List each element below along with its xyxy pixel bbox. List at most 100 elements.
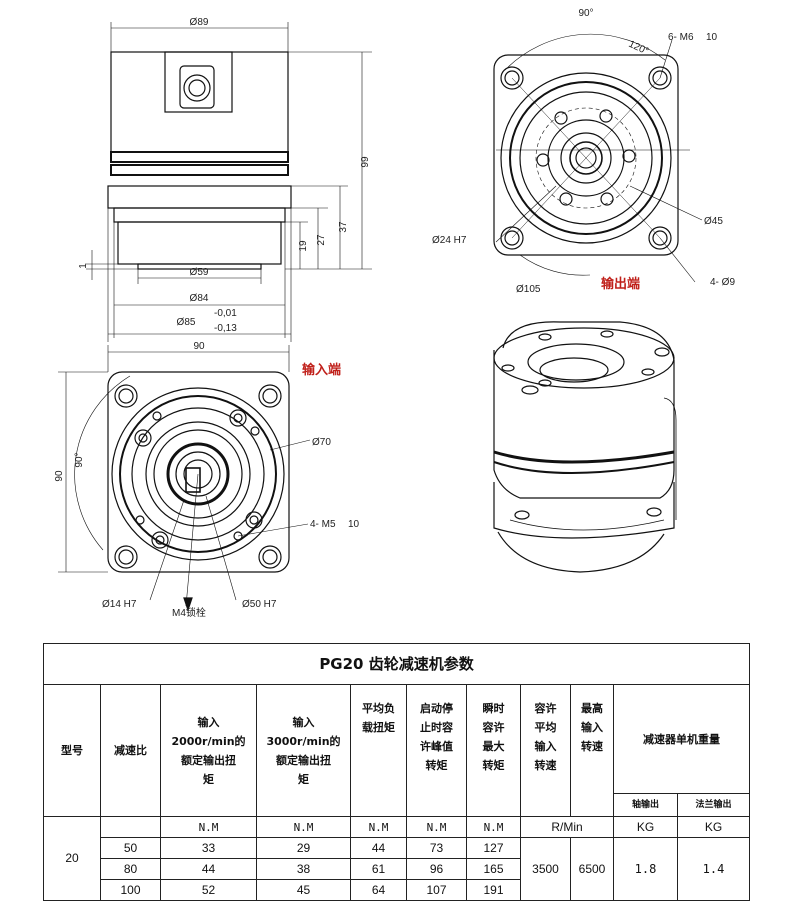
header-avg-torque: 平均负 载扭矩 (350, 684, 407, 817)
header-torque-2000: 输入 2000r/min的 额定输出扭 矩 (160, 684, 257, 817)
dim-height-37: 37 (338, 221, 349, 233)
table-row: 80 44 38 61 96 165 (44, 858, 750, 880)
header-line: 转矩 (482, 759, 505, 772)
cell-model: 20 (43, 816, 101, 901)
header-line: 瞬时 (482, 702, 505, 715)
cell-ratio: 100 (100, 879, 161, 901)
cell-peak: 73 (406, 837, 467, 859)
dim-tol-lower: -0,13 (214, 323, 237, 334)
unit-cell: N.M (466, 816, 521, 838)
cell-avg: 44 (350, 837, 407, 859)
out-dia-45: Ø45 (704, 216, 723, 227)
header-line: 矩 (298, 772, 309, 786)
dim-dia-85: Ø85 (177, 317, 196, 328)
out-dia-24: Ø24 H7 (432, 235, 467, 246)
dim-height-99: 99 (360, 156, 371, 168)
cell-t2000: 33 (160, 837, 257, 859)
in-thread-note: 4- M5 (310, 519, 336, 530)
header-line: 转矩 (425, 759, 448, 772)
header-line: 输入 (197, 715, 220, 729)
dim-top-dia: Ø89 (190, 17, 209, 28)
spec-table: PG20 齿轮减速机参数 型号 减速比 输入 2000r/min的 额定输出扭 … (42, 643, 751, 901)
unit-cell: N.M (160, 816, 257, 838)
unit-ratio-blank (100, 816, 161, 838)
out-thread-note: 6- M6 (668, 32, 694, 43)
header-line: 最高 (581, 702, 603, 715)
header-line: 输入 (534, 740, 557, 753)
cell-ratio: 80 (100, 858, 161, 880)
header-line: 额定输出扭 (276, 753, 331, 767)
dim-height-27: 27 (316, 234, 327, 246)
dim-height-19: 19 (298, 240, 309, 252)
header-line: 输入 (292, 715, 315, 729)
isometric-view (493, 321, 677, 573)
header-line: 许峰值 (420, 740, 453, 753)
header-model: 型号 (43, 684, 101, 817)
cell-weight-flange: 1.4 (676, 837, 751, 901)
in-dia-50: Ø50 H7 (242, 599, 277, 610)
table-row: 100 52 45 64 107 191 (44, 879, 750, 901)
in-dia-70: Ø70 (312, 437, 331, 448)
cell-max: 165 (466, 858, 521, 880)
input-view (58, 345, 311, 612)
unit-cell: R/Min (520, 816, 614, 838)
cell-t3000: 38 (256, 858, 351, 880)
header-line: 启动停 (420, 702, 453, 715)
header-line: 容许 (534, 702, 557, 715)
cell-avg-speed: 3500 (520, 837, 571, 901)
cell-ratio: 50 (100, 837, 161, 859)
output-end-label: 输出端 (601, 276, 640, 292)
in-dia-14: Ø14 H7 (102, 599, 137, 610)
dim-step-1: 1 (78, 263, 89, 269)
header-line: 最大 (482, 740, 505, 753)
header-line: 2000r/min的 (171, 734, 246, 748)
front-view (86, 22, 372, 342)
cell-weight-shaft: 1.8 (613, 837, 678, 901)
in-thread-depth: 10 (348, 519, 360, 530)
header-line: 3000r/min的 (266, 734, 341, 748)
header-weight: 减速器单机重量 (612, 684, 751, 794)
header-allow-avg-speed: 容许 平均 输入 转速 (520, 684, 571, 817)
out-dia-105: Ø105 (516, 284, 541, 295)
header-line: 输入 (581, 721, 603, 734)
output-view (493, 33, 703, 283)
header-max-speed: 最高 输入 转速 (570, 684, 614, 817)
cell-avg: 64 (350, 879, 407, 901)
dim-dia-84: Ø84 (190, 293, 209, 304)
unit-cell: KG (676, 816, 751, 838)
cell-max: 191 (466, 879, 521, 901)
cell-max: 127 (466, 837, 521, 859)
unit-cell: N.M (406, 816, 467, 838)
in-height-90: 90 (54, 470, 65, 482)
header-line: 额定输出扭 (181, 753, 236, 767)
dim-tol-upper: -0,01 (214, 308, 237, 319)
unit-cell: N.M (350, 816, 407, 838)
in-width-90: 90 (193, 341, 205, 352)
technical-drawing: Ø89 99 37 27 19 1 Ø59 Ø84 Ø85 -0,01 -0,1… (54, 8, 735, 619)
unit-cell: KG (613, 816, 678, 838)
header-instant-max: 瞬时 容许 最大 转矩 (466, 684, 521, 817)
header-line: 平均 (534, 721, 557, 734)
header-line: 转速 (581, 740, 603, 753)
out-angle-90: 90° (578, 8, 593, 19)
in-screw: M4锁栓 (172, 606, 206, 619)
cell-avg: 61 (350, 858, 407, 880)
header-line: 载扭矩 (362, 721, 395, 734)
cell-peak: 96 (406, 858, 467, 880)
cell-peak: 107 (406, 879, 467, 901)
header-line: 转速 (534, 759, 557, 772)
table-title: PG20 齿轮减速机参数 (42, 643, 751, 685)
header-torque-3000: 输入 3000r/min的 额定输出扭 矩 (256, 684, 351, 817)
header-line: 矩 (203, 772, 214, 786)
cell-max-speed: 6500 (570, 837, 614, 901)
header-start-stop: 启动停 止时容 许峰值 转矩 (406, 684, 467, 817)
header-line: 平均负 (362, 702, 395, 715)
cell-t2000: 52 (160, 879, 257, 901)
cell-t3000: 45 (256, 879, 351, 901)
unit-cell: N.M (256, 816, 351, 838)
in-angle-90: 90° (74, 452, 85, 467)
cell-t3000: 29 (256, 837, 351, 859)
header-line: 容许 (482, 721, 505, 734)
cell-t2000: 44 (160, 858, 257, 880)
header-line: 止时容 (420, 721, 453, 734)
